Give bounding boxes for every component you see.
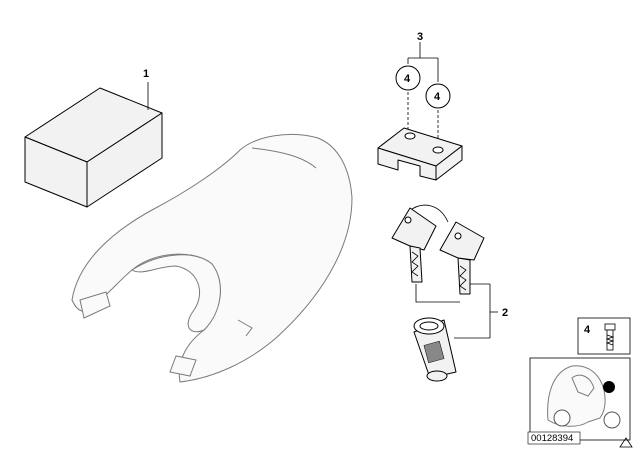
location-marker-icon <box>603 381 615 393</box>
triangle-icon <box>619 437 633 448</box>
vehicle-locator <box>529 357 631 441</box>
screw-icon <box>604 323 616 351</box>
callout-4a[interactable]: 4 <box>395 65 421 91</box>
key-head <box>391 207 437 251</box>
callout-2[interactable]: 2 <box>502 307 508 319</box>
part-1-box[interactable]: 1 <box>24 68 163 208</box>
seat-cover <box>71 133 353 383</box>
callout-1[interactable]: 1 <box>143 68 149 80</box>
part-3-bracket[interactable]: 3 <box>377 31 463 181</box>
svg-text:4: 4 <box>434 91 441 103</box>
image-code: 00128394 <box>527 431 581 445</box>
inset-part-4[interactable]: 4 <box>577 317 631 355</box>
callout-4b[interactable]: 4 <box>425 83 451 109</box>
svg-text:4: 4 <box>404 73 411 85</box>
svg-text:00128394: 00128394 <box>531 433 573 444</box>
screw-hole <box>432 146 444 154</box>
key-head <box>439 221 485 261</box>
part-2-lock-set[interactable]: 2 <box>391 204 508 382</box>
screw-hole <box>404 132 416 140</box>
inset-callout-4: 4 <box>584 324 591 336</box>
callout-3[interactable]: 3 <box>417 31 423 43</box>
